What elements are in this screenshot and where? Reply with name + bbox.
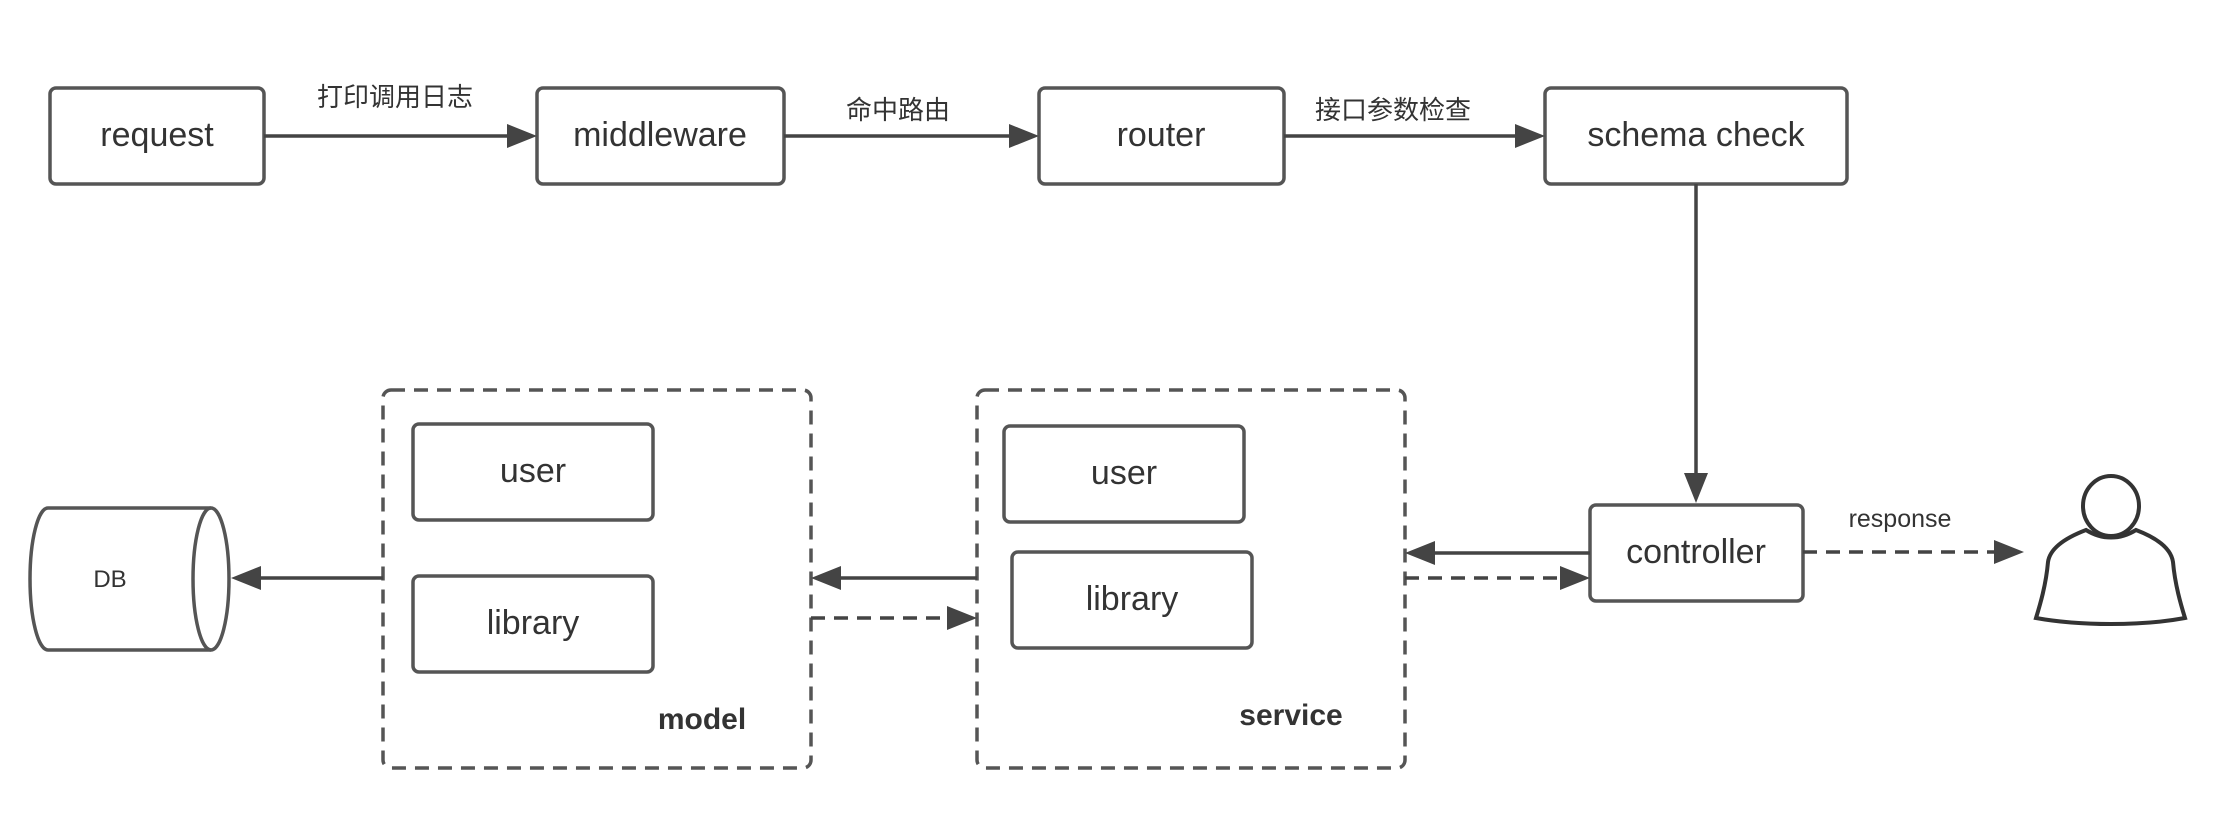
model-user-label: user <box>500 452 566 490</box>
database-label: DB <box>93 566 126 593</box>
arrowhead-icon <box>947 606 977 630</box>
edge-label-log: 打印调用日志 <box>317 82 473 112</box>
edge-middleware-to-router: 命中路由 <box>784 95 1039 148</box>
router-node-label: router <box>1117 116 1206 154</box>
request-node: request <box>48 86 266 186</box>
arrowhead-icon <box>1684 473 1708 503</box>
model-library-label: library <box>487 604 580 642</box>
arrowhead-icon <box>1994 540 2024 564</box>
service-user-node: user <box>1002 424 1246 524</box>
edge-label-param-check: 接口参数检查 <box>1315 95 1471 125</box>
middleware-node-label: middleware <box>573 116 747 154</box>
edge-schema-check-to-controller <box>1684 184 1708 503</box>
arrowhead-icon <box>1405 541 1435 565</box>
service-library-label: library <box>1086 580 1179 618</box>
arrowhead-icon <box>1560 566 1590 590</box>
edge-service-to-model <box>811 566 977 590</box>
edge-controller-to-service <box>1405 541 1590 565</box>
request-node-label: request <box>100 116 214 154</box>
user-person-icon <box>2033 474 2188 626</box>
service-group: user library service <box>975 388 1407 770</box>
arrowhead-icon <box>1009 124 1039 148</box>
edge-request-to-middleware: 打印调用日志 <box>264 82 537 148</box>
arrowhead-icon <box>811 566 841 590</box>
service-library-node: library <box>1010 550 1254 650</box>
service-user-label: user <box>1091 454 1157 492</box>
database-node: DB <box>28 506 231 652</box>
controller-node: controller <box>1588 503 1805 603</box>
arrowhead-icon <box>1515 124 1545 148</box>
model-group: user library model <box>381 388 813 770</box>
schema-check-node: schema check <box>1543 86 1849 186</box>
schema-check-node-label: schema check <box>1587 116 1805 154</box>
edge-service-to-controller <box>1405 566 1590 590</box>
edge-model-to-db <box>231 566 383 590</box>
model-group-label: model <box>658 703 746 736</box>
controller-node-label: controller <box>1626 533 1766 571</box>
model-library-node: library <box>411 574 655 674</box>
arrowhead-icon <box>231 566 261 590</box>
edge-controller-to-user: response <box>1803 505 2024 564</box>
model-user-node: user <box>411 422 655 522</box>
edge-router-to-schema-check: 接口参数检查 <box>1284 95 1545 148</box>
arrowhead-icon <box>507 124 537 148</box>
edge-model-to-service <box>811 606 977 630</box>
middleware-node: middleware <box>535 86 786 186</box>
edge-label-response: response <box>1849 505 1952 533</box>
service-group-label: service <box>1239 699 1342 732</box>
router-node: router <box>1037 86 1286 186</box>
edge-label-route-hit: 命中路由 <box>846 95 950 125</box>
